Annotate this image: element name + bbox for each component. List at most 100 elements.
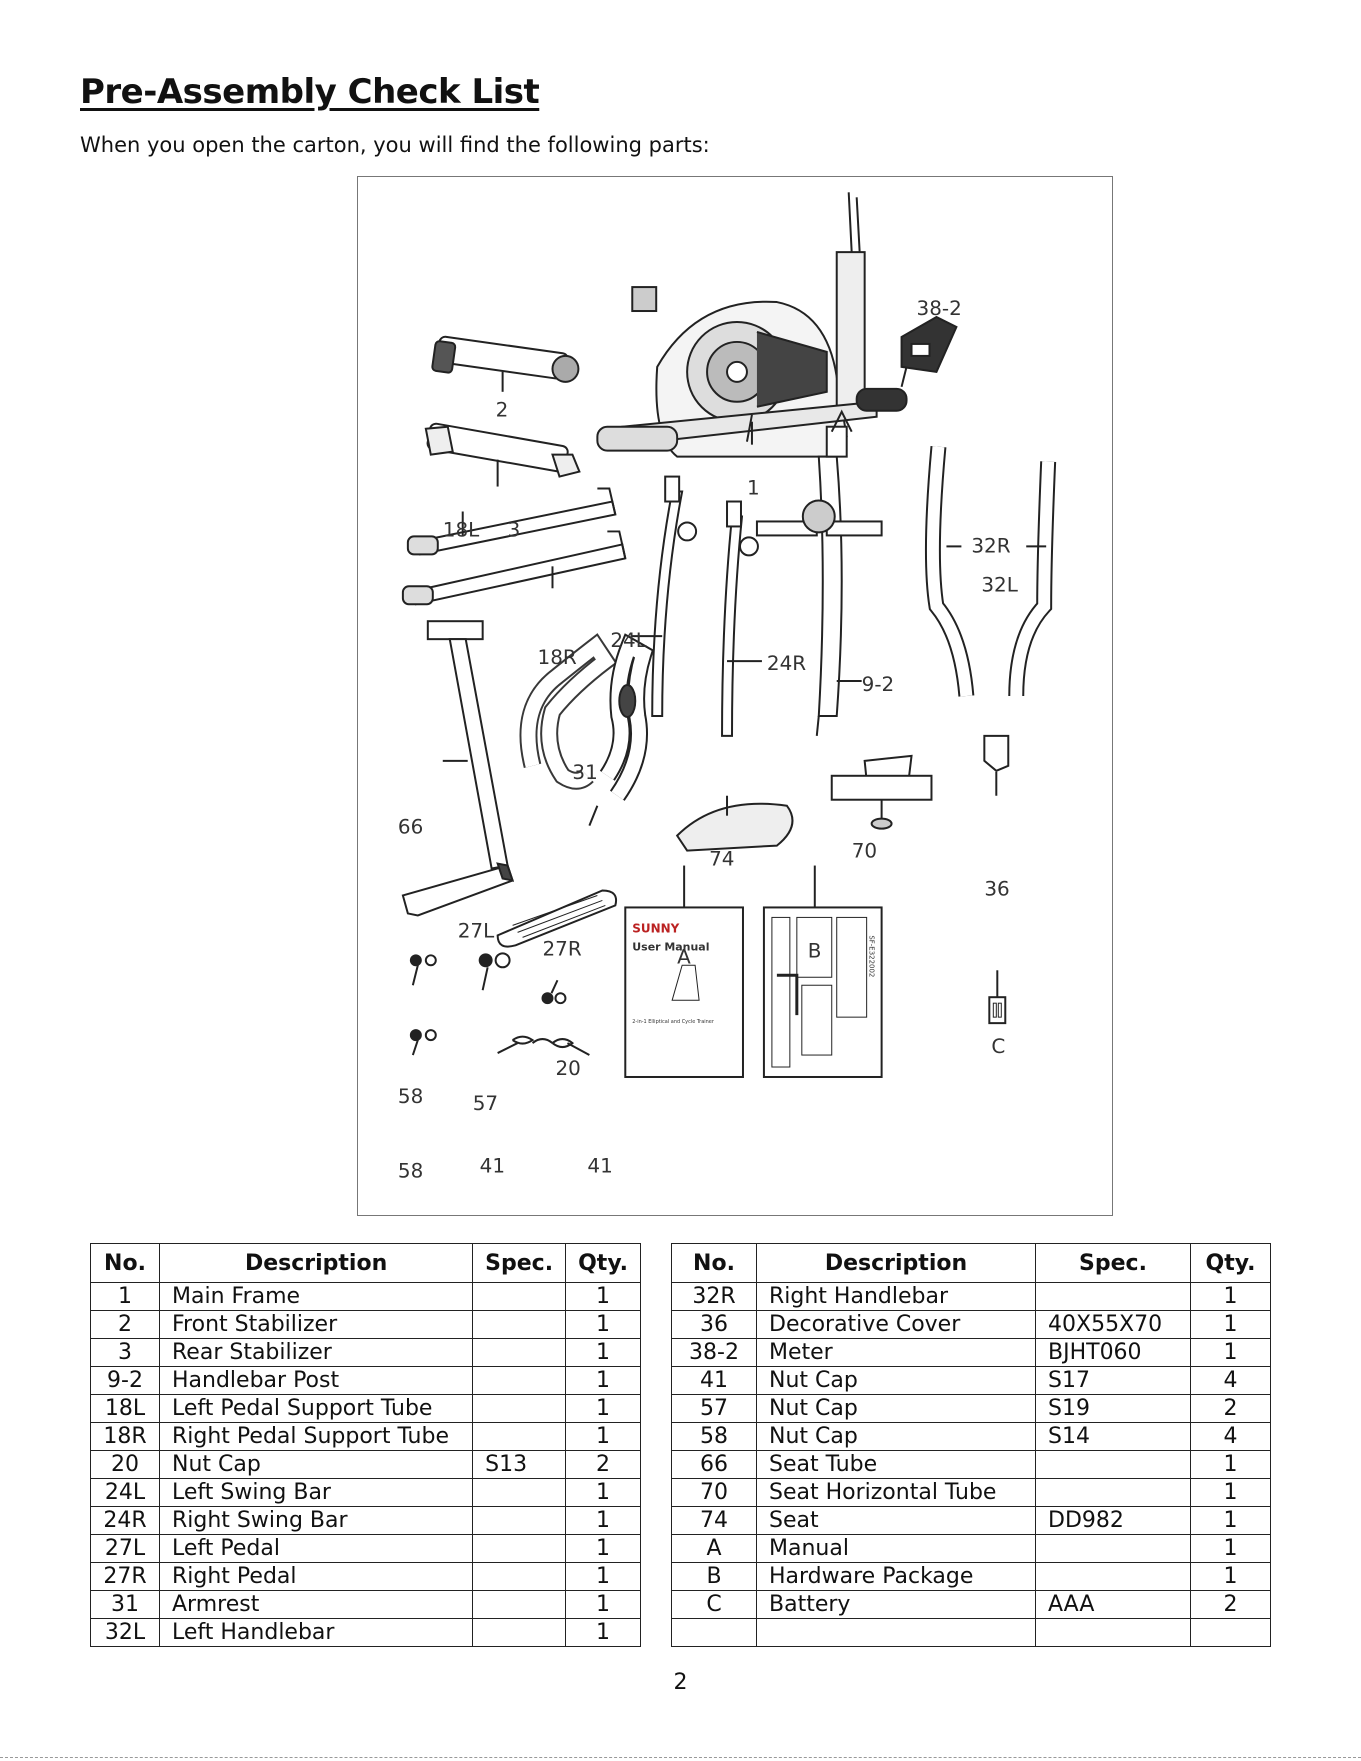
header-qty: Qty. bbox=[565, 1243, 641, 1283]
cell-qty: 1 bbox=[565, 1310, 641, 1339]
header-description: Description bbox=[756, 1243, 1036, 1283]
cell-description: Seat Tube bbox=[756, 1450, 1036, 1479]
header-no: No. bbox=[90, 1243, 160, 1283]
cell-no: 74 bbox=[671, 1506, 757, 1535]
table-header-row: No. Description Spec. Qty. bbox=[671, 1243, 1271, 1283]
front-stabilizer-drawing bbox=[431, 335, 580, 392]
handlebars-drawing bbox=[924, 445, 1057, 697]
cell-no: B bbox=[671, 1562, 757, 1591]
parts-diagram: SUNNY User Manual 2-in-1 Elliptical and … bbox=[357, 176, 1113, 1216]
cell-spec bbox=[472, 1590, 567, 1619]
cell-qty: 1 bbox=[1190, 1338, 1271, 1367]
header-description: Description bbox=[158, 1243, 474, 1283]
rear-stabilizer-drawing bbox=[424, 422, 581, 487]
cell-description bbox=[756, 1618, 1036, 1647]
cell-description: Nut Cap bbox=[756, 1366, 1036, 1395]
cell-description: Left Pedal Support Tube bbox=[158, 1394, 474, 1423]
cell-spec: DD982 bbox=[1035, 1506, 1191, 1535]
label-1: 1 bbox=[747, 476, 760, 500]
header-no: No. bbox=[671, 1243, 757, 1283]
cell-spec: BJHT060 bbox=[1035, 1338, 1191, 1367]
cell-no: 36 bbox=[671, 1310, 757, 1339]
cell-spec: S17 bbox=[1035, 1366, 1191, 1395]
cell-qty: 1 bbox=[565, 1338, 641, 1367]
cell-description: Right Pedal Support Tube bbox=[158, 1422, 474, 1451]
cell-spec bbox=[1035, 1562, 1191, 1591]
cell-spec bbox=[472, 1422, 567, 1451]
cell-description: Manual bbox=[756, 1534, 1036, 1563]
cell-no: 24L bbox=[90, 1478, 160, 1507]
cell-qty: 1 bbox=[1190, 1478, 1271, 1507]
cell-spec bbox=[1035, 1618, 1191, 1647]
cell-no: 20 bbox=[90, 1450, 160, 1479]
label-58-bottom: 58 bbox=[398, 1159, 423, 1183]
cell-spec: S13 bbox=[472, 1450, 567, 1479]
cell-spec bbox=[472, 1310, 567, 1339]
decorative-cover-drawing bbox=[983, 734, 1010, 796]
cell-qty: 1 bbox=[1190, 1506, 1271, 1535]
label-b: B bbox=[808, 938, 822, 962]
cell-qty: 1 bbox=[565, 1534, 641, 1563]
cell-no: 41 bbox=[671, 1366, 757, 1395]
cell-description: Left Handlebar bbox=[158, 1618, 474, 1647]
cell-description: Nut Cap bbox=[158, 1450, 474, 1479]
cell-qty: 2 bbox=[1190, 1590, 1271, 1619]
label-41-left: 41 bbox=[480, 1154, 505, 1178]
cell-qty: 1 bbox=[1190, 1310, 1271, 1339]
cell-no: 70 bbox=[671, 1478, 757, 1507]
cell-description: Right Handlebar bbox=[756, 1282, 1036, 1311]
cell-qty: 2 bbox=[1190, 1394, 1271, 1423]
cell-no: 32R bbox=[671, 1282, 757, 1311]
header-spec: Spec. bbox=[1035, 1243, 1191, 1283]
label-41-right: 41 bbox=[587, 1154, 612, 1178]
cell-description: Right Swing Bar bbox=[158, 1506, 474, 1535]
handlebar-post-drawing bbox=[755, 409, 883, 736]
intro-text: When you open the carton, you will find … bbox=[80, 133, 710, 157]
label-18r: 18R bbox=[538, 645, 577, 669]
cell-description: Front Stabilizer bbox=[158, 1310, 474, 1339]
cell-description: Left Pedal bbox=[158, 1534, 474, 1563]
meter-drawing bbox=[900, 315, 958, 388]
cell-description: Right Pedal bbox=[158, 1562, 474, 1591]
battery-drawing bbox=[988, 970, 1007, 1025]
page-title: Pre-Assembly Check List bbox=[80, 72, 540, 112]
cell-qty: 1 bbox=[565, 1422, 641, 1451]
cell-no: 18R bbox=[90, 1422, 160, 1451]
cell-qty bbox=[1190, 1618, 1271, 1647]
manual-drawing: SUNNY User Manual 2-in-1 Elliptical and … bbox=[624, 865, 744, 1078]
cell-no: 24R bbox=[90, 1506, 160, 1535]
label-70: 70 bbox=[852, 839, 877, 863]
cell-spec bbox=[1035, 1282, 1191, 1311]
cell-qty: 4 bbox=[1190, 1366, 1271, 1395]
cell-no: 66 bbox=[671, 1450, 757, 1479]
manual-subtitle: 2-in-1 Elliptical and Cycle Trainer bbox=[632, 1019, 715, 1025]
cell-qty: 1 bbox=[565, 1590, 641, 1619]
cell-spec: 40X55X70 bbox=[1035, 1310, 1191, 1339]
cell-description: Main Frame bbox=[158, 1282, 474, 1311]
swing-bars-drawing bbox=[632, 475, 762, 737]
cell-qty: 1 bbox=[565, 1478, 641, 1507]
cell-spec bbox=[1035, 1534, 1191, 1563]
seat-horizontal-tube-drawing bbox=[830, 754, 933, 830]
cell-no: 18L bbox=[90, 1394, 160, 1423]
cell-no: 31 bbox=[90, 1590, 160, 1619]
header-qty: Qty. bbox=[1190, 1243, 1271, 1283]
cell-description: Nut Cap bbox=[756, 1422, 1036, 1451]
manual-brand: SUNNY bbox=[632, 921, 679, 935]
cell-qty: 1 bbox=[1190, 1562, 1271, 1591]
cell-no: 38-2 bbox=[671, 1338, 757, 1367]
nut-caps-drawing bbox=[409, 952, 590, 1056]
